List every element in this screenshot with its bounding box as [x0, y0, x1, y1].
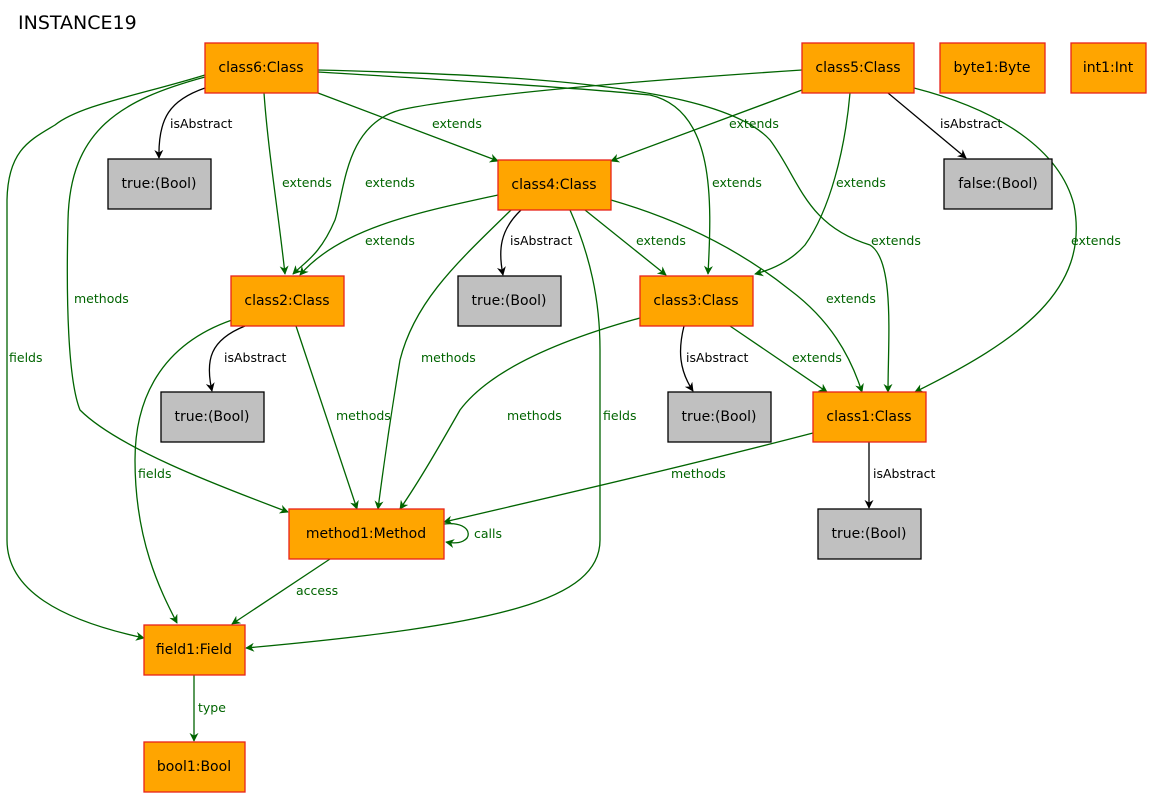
edge-class4-field1	[245, 209, 601, 652]
svg-text:true:(Bool): true:(Bool)	[472, 293, 547, 309]
edge-class5-false_c5	[887, 92, 967, 159]
svg-text:class2:Class: class2:Class	[244, 293, 329, 309]
svg-text:true:(Bool): true:(Bool)	[122, 176, 197, 192]
edge-label-class5-class4: extends	[729, 116, 779, 131]
node-class3[interactable]: class3:Class	[639, 275, 754, 327]
svg-text:class3:Class: class3:Class	[653, 293, 738, 309]
diagram-title: INSTANCE19	[18, 12, 137, 34]
edge-class2-true_c2	[205, 325, 246, 392]
edge-label-class5-class1: extends	[1071, 233, 1121, 248]
edge-class3-true_c3	[679, 325, 694, 392]
node-byte1[interactable]: byte1:Byte	[939, 42, 1046, 94]
edge-label-class6-class4: extends	[432, 116, 482, 131]
edge-label-class4-field1: fields	[603, 408, 636, 423]
edge-class3-method1	[399, 317, 641, 510]
edge-class4-method1	[374, 209, 512, 510]
svg-text:int1:Int: int1:Int	[1083, 60, 1134, 76]
edge-class5-class1	[913, 87, 1077, 393]
edge-class5-class4	[610, 89, 803, 163]
edge-class5-class3	[754, 92, 851, 277]
node-class1[interactable]: class1:Class	[812, 391, 927, 443]
edge-label-class2-method1: methods	[336, 408, 391, 423]
edge-method1-method1	[443, 523, 469, 548]
edge-label-method1-method1: calls	[474, 526, 502, 541]
edge-class5-class2	[292, 69, 803, 275]
edge-label-class3-method1: methods	[507, 408, 562, 423]
node-true-class4[interactable]: true:(Bool)	[457, 275, 562, 327]
edge-label-class5-false_c5: isAbstract	[940, 116, 1003, 131]
edge-label-class6-class2: extends	[282, 175, 332, 190]
svg-text:bool1:Bool: bool1:Bool	[157, 759, 231, 775]
edge-label-method1-field1: access	[296, 583, 338, 598]
edge-label-class6-true_c6: isAbstract	[170, 116, 233, 131]
edge-label-class4-method1: methods	[421, 350, 476, 365]
svg-text:true:(Bool): true:(Bool)	[682, 409, 757, 425]
edge-class4-class2	[299, 194, 499, 276]
node-field1[interactable]: field1:Field	[143, 624, 246, 676]
node-class6[interactable]: class6:Class	[204, 42, 319, 94]
svg-text:class6:Class: class6:Class	[218, 60, 303, 76]
node-class4[interactable]: class4:Class	[497, 159, 612, 211]
edge-label-class4-true_c4: isAbstract	[510, 233, 573, 248]
svg-text:false:(Bool): false:(Bool)	[958, 176, 1038, 192]
node-true-class3[interactable]: true:(Bool)	[667, 391, 772, 443]
edge-label-class3-true_c3: isAbstract	[686, 350, 749, 365]
edge-label-class1-true_c1: isAbstract	[873, 466, 936, 481]
node-false-class5[interactable]: false:(Bool)	[943, 158, 1053, 210]
edge-class6-class3	[317, 71, 713, 275]
node-class2[interactable]: class2:Class	[230, 275, 345, 327]
edge-label-class5-class2: extends	[365, 175, 415, 190]
edge-class6-field1	[6, 74, 206, 641]
edge-class2-method1	[295, 325, 359, 510]
edge-class4-class3	[584, 209, 667, 276]
svg-text:class4:Class: class4:Class	[511, 177, 596, 193]
edge-label-class6-method1: methods	[74, 291, 129, 306]
edge-class3-class1	[729, 325, 828, 393]
edge-label-class4-class1: extends	[826, 291, 876, 306]
edge-class6-class2	[263, 92, 289, 275]
svg-text:true:(Bool): true:(Bool)	[832, 526, 907, 542]
node-method1[interactable]: method1:Method	[288, 508, 445, 560]
svg-text:method1:Method: method1:Method	[306, 526, 426, 542]
edge-label-class2-field1: fields	[138, 466, 171, 481]
edge-label-class4-class2: extends	[365, 233, 415, 248]
edge-label-class6-class3: extends	[712, 175, 762, 190]
node-bool1[interactable]: bool1:Bool	[143, 741, 246, 793]
edge-label-class5-class3: extends	[836, 175, 886, 190]
edge-label-field1-bool1: type	[198, 700, 226, 715]
node-int1[interactable]: int1:Int	[1070, 42, 1147, 94]
edge-class6-class1	[317, 69, 893, 393]
edge-class4-true_c4	[497, 209, 522, 276]
node-class5[interactable]: class5:Class	[801, 42, 915, 94]
edge-label-class2-true_c2: isAbstract	[224, 350, 287, 365]
svg-text:class1:Class: class1:Class	[826, 409, 911, 425]
node-true-class6[interactable]: true:(Bool)	[107, 158, 212, 210]
svg-text:byte1:Byte: byte1:Byte	[954, 60, 1031, 76]
edge-label-class4-class3: extends	[636, 233, 686, 248]
edge-label-class1-method1: methods	[671, 466, 726, 481]
edge-class4-class1	[610, 199, 864, 393]
edge-class2-field1	[134, 319, 233, 624]
svg-text:field1:Field: field1:Field	[156, 642, 232, 658]
edge-label-class6-field1: fields	[9, 350, 42, 365]
edge-class1-method1	[443, 432, 814, 525]
edge-label-class3-class1: extends	[792, 350, 842, 365]
node-true-class1[interactable]: true:(Bool)	[817, 508, 922, 560]
nodes-layer: class6:Class class5:Class byte1:Byte int…	[107, 42, 1147, 793]
edge-method1-field1	[231, 558, 331, 625]
edge-class6-method1	[66, 76, 289, 514]
edge-class6-class4	[317, 92, 499, 163]
edge-class6-true_c6	[154, 87, 206, 159]
svg-text:true:(Bool): true:(Bool)	[175, 409, 250, 425]
edge-label-class6-class1: extends	[871, 233, 921, 248]
edges-layer: isAbstract extends extends extends exten…	[6, 69, 1121, 742]
svg-text:class5:Class: class5:Class	[815, 60, 900, 76]
node-true-class2[interactable]: true:(Bool)	[160, 391, 265, 443]
